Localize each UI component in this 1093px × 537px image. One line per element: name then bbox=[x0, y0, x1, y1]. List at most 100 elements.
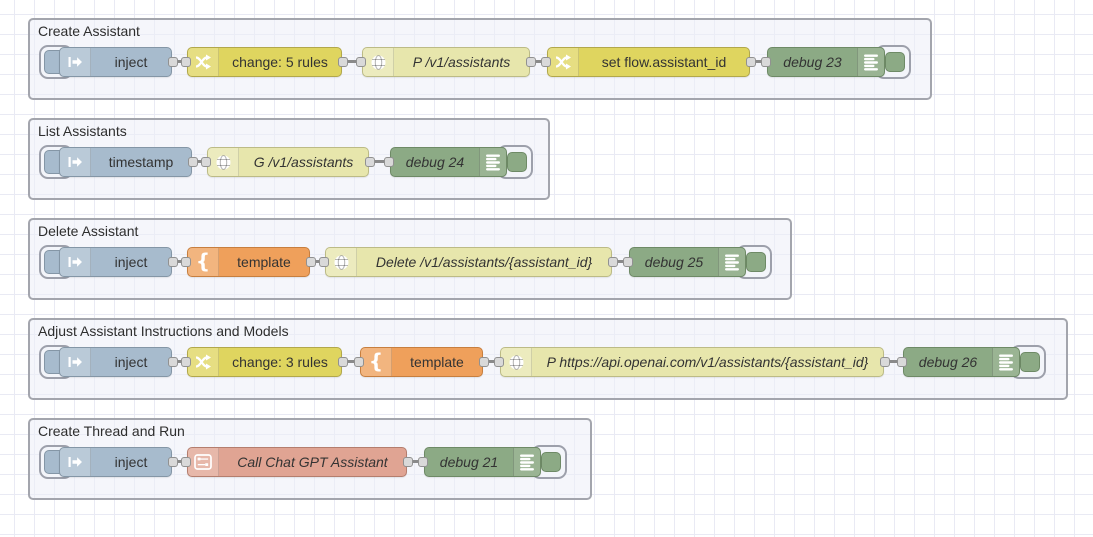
group-label: Delete Assistant bbox=[38, 223, 139, 239]
input-port[interactable] bbox=[897, 357, 907, 367]
node-label: P https://api.openai.com/v1/assistants/{… bbox=[546, 354, 869, 370]
node-inject[interactable]: timestamp bbox=[59, 147, 192, 177]
wire[interactable] bbox=[531, 60, 546, 63]
node-label: template bbox=[237, 254, 291, 270]
wire[interactable] bbox=[484, 360, 499, 363]
output-port[interactable] bbox=[168, 57, 178, 67]
wire[interactable] bbox=[408, 460, 423, 463]
wire[interactable] bbox=[885, 360, 902, 363]
node-subflow[interactable]: Call Chat GPT Assistant bbox=[187, 447, 407, 477]
shuffle-icon bbox=[548, 48, 579, 76]
output-port[interactable] bbox=[338, 357, 348, 367]
node-label: debug 24 bbox=[405, 154, 465, 170]
node-change[interactable]: change: 3 rules bbox=[187, 347, 342, 377]
output-port[interactable] bbox=[608, 257, 618, 267]
output-port[interactable] bbox=[526, 57, 536, 67]
curly-brace-icon: { bbox=[188, 248, 219, 276]
input-port[interactable] bbox=[494, 357, 504, 367]
debug-toggle-fill bbox=[541, 452, 561, 472]
input-port[interactable] bbox=[356, 57, 366, 67]
input-port[interactable] bbox=[761, 57, 771, 67]
node-label: timestamp bbox=[108, 154, 174, 170]
debug-sidebar-icon bbox=[992, 348, 1019, 376]
inject-arrow-icon bbox=[60, 48, 91, 76]
node-inject[interactable]: inject bbox=[59, 447, 172, 477]
node-http-request[interactable]: P /v1/assistants bbox=[362, 47, 530, 77]
wire[interactable] bbox=[751, 60, 766, 63]
wire[interactable] bbox=[173, 260, 186, 263]
node-debug[interactable]: debug 23 bbox=[767, 47, 885, 77]
output-port[interactable] bbox=[880, 357, 890, 367]
node-label: inject bbox=[114, 454, 148, 470]
node-label: debug 23 bbox=[783, 54, 842, 70]
globe-icon bbox=[208, 148, 239, 176]
wire[interactable] bbox=[370, 160, 389, 163]
node-label: inject bbox=[114, 254, 148, 270]
wire[interactable] bbox=[173, 360, 186, 363]
debug-sidebar-icon bbox=[718, 248, 745, 276]
node-label: change: 5 rules bbox=[232, 54, 328, 70]
globe-icon bbox=[326, 248, 357, 276]
node-label: G /v1/assistants bbox=[253, 154, 354, 170]
node-http-request[interactable]: Delete /v1/assistants/{assistant_id} bbox=[325, 247, 612, 277]
node-debug[interactable]: debug 24 bbox=[390, 147, 507, 177]
input-port[interactable] bbox=[418, 457, 428, 467]
globe-icon bbox=[501, 348, 532, 376]
debug-toggle-fill bbox=[746, 252, 766, 272]
wire[interactable] bbox=[343, 60, 361, 63]
group-list-assistants[interactable]: List Assistants timestamp G /v1/assistan… bbox=[28, 118, 550, 200]
input-port[interactable] bbox=[354, 357, 364, 367]
debug-sidebar-icon bbox=[857, 48, 884, 76]
wire[interactable] bbox=[173, 60, 186, 63]
output-port[interactable] bbox=[306, 257, 316, 267]
output-port[interactable] bbox=[168, 257, 178, 267]
output-port[interactable] bbox=[188, 157, 198, 167]
output-port[interactable] bbox=[365, 157, 375, 167]
node-template[interactable]: { template bbox=[187, 247, 310, 277]
group-create-assistant[interactable]: Create Assistant inject change: 5 rules … bbox=[28, 18, 932, 100]
node-inject[interactable]: inject bbox=[59, 347, 172, 377]
output-port[interactable] bbox=[403, 457, 413, 467]
node-template[interactable]: { template bbox=[360, 347, 483, 377]
node-inject[interactable]: inject bbox=[59, 247, 172, 277]
node-debug[interactable]: debug 26 bbox=[903, 347, 1020, 377]
node-label: change: 3 rules bbox=[232, 354, 328, 370]
node-label: inject bbox=[114, 354, 148, 370]
input-port[interactable] bbox=[181, 457, 191, 467]
input-port[interactable] bbox=[181, 57, 191, 67]
group-create-thread-run[interactable]: Create Thread and Run inject Call Chat G… bbox=[28, 418, 592, 500]
node-inject[interactable]: inject bbox=[59, 47, 172, 77]
wire[interactable] bbox=[613, 260, 628, 263]
curly-brace-icon: { bbox=[361, 348, 392, 376]
debug-toggle-fill bbox=[1020, 352, 1040, 372]
input-port[interactable] bbox=[181, 257, 191, 267]
wire[interactable] bbox=[193, 160, 206, 163]
wire[interactable] bbox=[173, 460, 186, 463]
output-port[interactable] bbox=[479, 357, 489, 367]
debug-sidebar-icon bbox=[513, 448, 540, 476]
shuffle-icon bbox=[188, 348, 219, 376]
node-label: set flow.assistant_id bbox=[601, 54, 727, 70]
input-port[interactable] bbox=[623, 257, 633, 267]
wire[interactable] bbox=[343, 360, 359, 363]
group-delete-assistant[interactable]: Delete Assistant inject { template Delet… bbox=[28, 218, 792, 300]
output-port[interactable] bbox=[338, 57, 348, 67]
node-change[interactable]: set flow.assistant_id bbox=[547, 47, 750, 77]
group-adjust-assistant[interactable]: Adjust Assistant Instructions and Models… bbox=[28, 318, 1068, 400]
input-port[interactable] bbox=[541, 57, 551, 67]
node-http-request[interactable]: P https://api.openai.com/v1/assistants/{… bbox=[500, 347, 884, 377]
output-port[interactable] bbox=[746, 57, 756, 67]
input-port[interactable] bbox=[384, 157, 394, 167]
input-port[interactable] bbox=[319, 257, 329, 267]
input-port[interactable] bbox=[181, 357, 191, 367]
output-port[interactable] bbox=[168, 357, 178, 367]
output-port[interactable] bbox=[168, 457, 178, 467]
node-change[interactable]: change: 5 rules bbox=[187, 47, 342, 77]
node-debug[interactable]: debug 21 bbox=[424, 447, 541, 477]
inject-arrow-icon bbox=[60, 148, 91, 176]
node-debug[interactable]: debug 25 bbox=[629, 247, 746, 277]
node-http-request[interactable]: G /v1/assistants bbox=[207, 147, 369, 177]
input-port[interactable] bbox=[201, 157, 211, 167]
wire[interactable] bbox=[311, 260, 324, 263]
